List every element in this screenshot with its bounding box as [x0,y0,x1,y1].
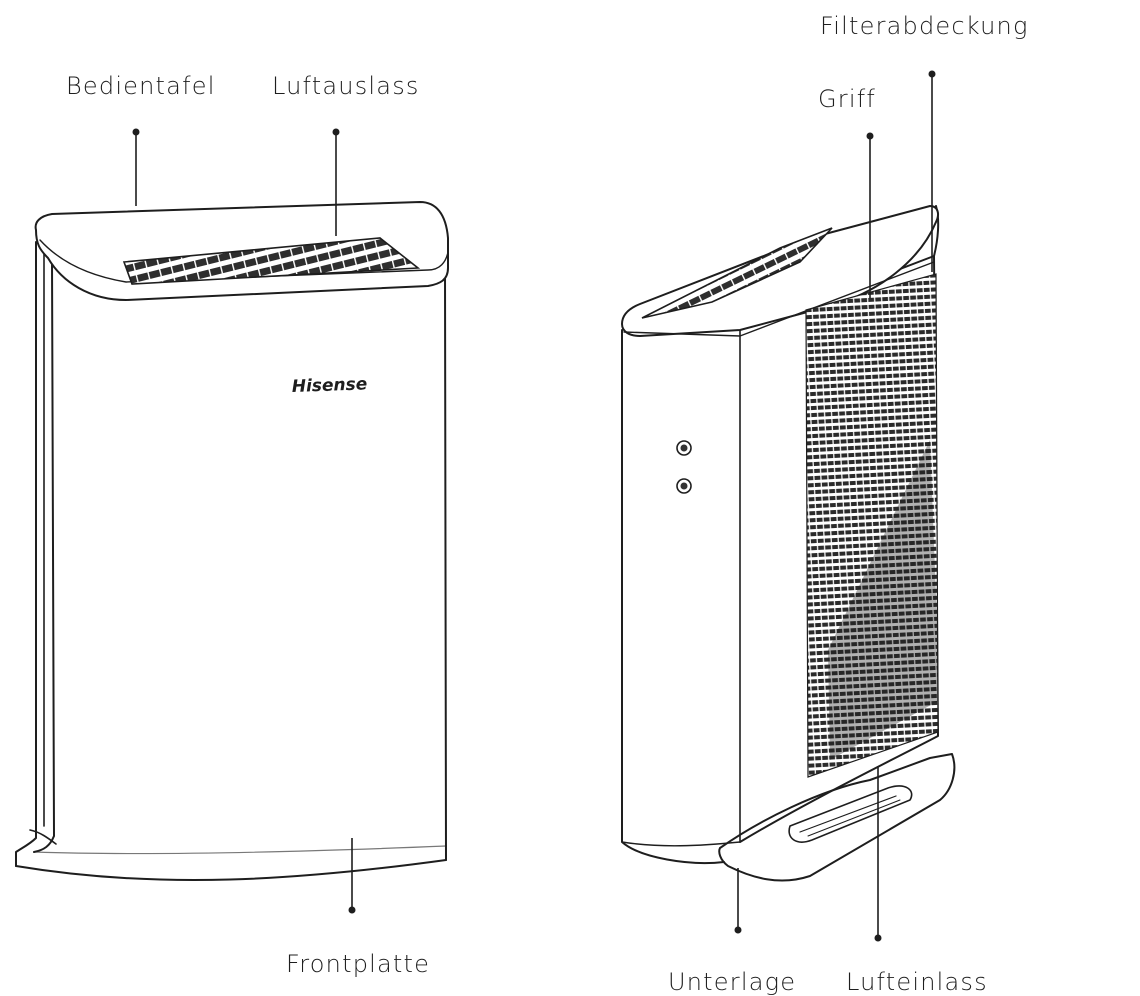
label-air-outlet: Luftauslass [272,72,420,100]
label-air-inlet: Lufteinlass [846,968,988,996]
label-front-panel: Frontplatte [286,950,431,978]
front-air-outlet-grille [122,237,421,285]
callout-leaders [132,70,936,942]
front-view-unit [15,201,449,882]
rear-air-outlet-grille [641,227,833,319]
brand-logo: Hisense [291,374,367,397]
air-inlet-mesh [805,273,939,778]
label-base: Unterlage [668,968,797,996]
label-filter-cover: Filterabdeckung [820,12,1029,40]
label-control-panel: Bedientafel [66,72,216,100]
control-knobs [680,444,688,490]
label-handle: Griff [818,85,877,113]
